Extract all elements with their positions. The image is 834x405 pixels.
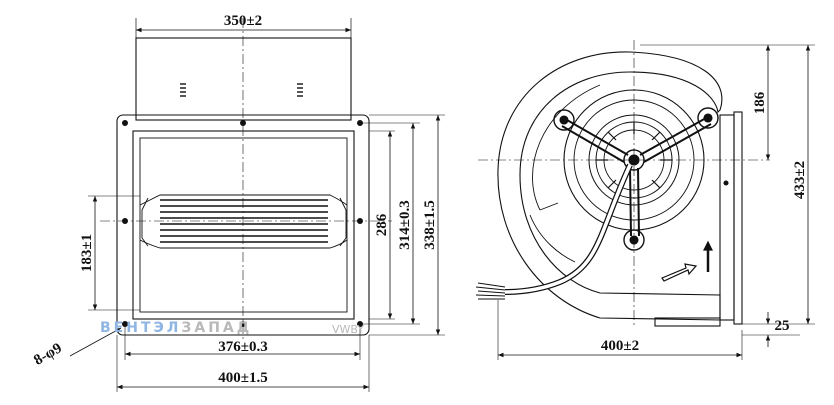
blower-housing-top [135, 37, 352, 121]
side-center-lines [478, 40, 770, 325]
scroll-housing [497, 51, 723, 321]
holes-leader [69, 327, 122, 357]
outlet-box [719, 114, 735, 321]
label-upper-height: 186 [752, 91, 768, 114]
label-total-height: 433±2 [792, 161, 808, 199]
label-hole-spacing-vertical: 314±0.3 [397, 200, 413, 249]
side-view [475, 40, 815, 360]
motor-mount-arms [561, 117, 712, 237]
cable-wires [475, 282, 506, 300]
outlet-flange-inner [132, 130, 355, 320]
center-lines [100, 18, 392, 340]
label-top-width: 350±2 [224, 13, 262, 29]
label-outlet-height: 183±1 [79, 234, 95, 272]
label-hole-spacing-horizontal: 376±0.3 [218, 339, 267, 355]
bottom-plate [654, 317, 721, 327]
label-flange: 25 [775, 318, 790, 334]
fan-blades [160, 199, 328, 243]
label-depth: 400±2 [601, 338, 639, 354]
housing-marks [180, 83, 303, 97]
label-overall-width: 400±1.5 [218, 370, 267, 386]
front-view [69, 18, 445, 392]
watermark-brand-rest: ЗАПАД [181, 320, 253, 336]
label-opening-height: 286 [374, 213, 390, 236]
label-holes: 8-φ9 [31, 340, 64, 369]
label-overall-height: 338±1.5 [422, 200, 438, 249]
rotation-arrow [661, 240, 713, 282]
watermark-logo: ВЕНТЭЛЗАПАД [100, 320, 252, 336]
watermark-brand: ВЕНТЭЛ [100, 320, 182, 336]
watermark-code: VWBY [332, 323, 365, 336]
